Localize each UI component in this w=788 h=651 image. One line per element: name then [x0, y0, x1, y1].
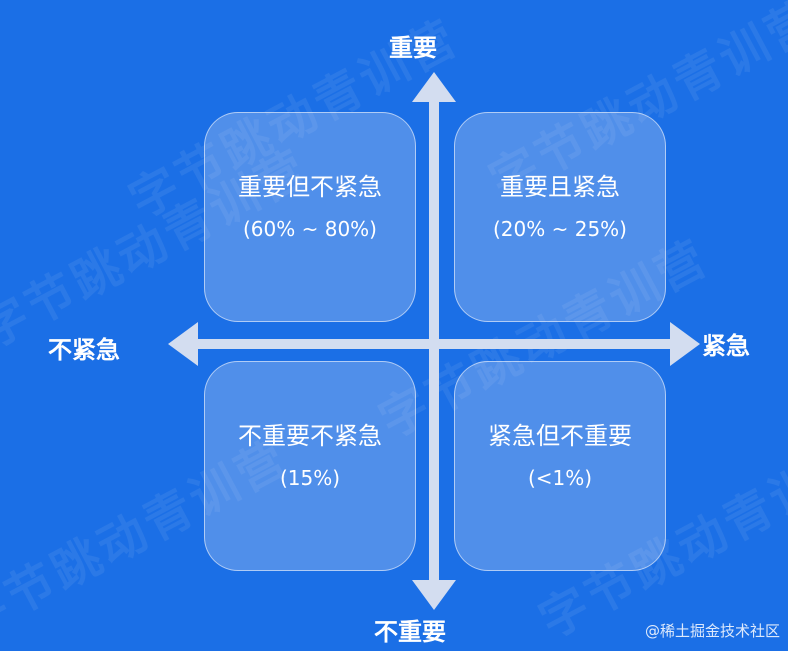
horizontal-axis-line: [190, 339, 680, 349]
down-arrow-head: [412, 580, 456, 610]
quadrant-important-urgent: 重要且紧急 (20% ~ 25%): [454, 112, 666, 322]
up-arrow-head: [412, 72, 456, 102]
quadrant-important-not-urgent: 重要但不紧急 (60% ~ 80%): [204, 112, 416, 322]
axis-label-right: 紧急: [702, 332, 750, 360]
quadrant-title: 紧急但不重要: [488, 421, 632, 450]
axis-label-bottom: 不重要: [374, 618, 446, 646]
quadrant-percent: (15%): [279, 466, 341, 491]
quadrant-percent: (20% ~ 25%): [493, 217, 627, 242]
source-credit: @稀土掘金技术社区: [644, 622, 780, 640]
quadrant-not-important-not-urgent: 不重要不紧急 (15%): [204, 361, 416, 571]
quadrant-title: 重要但不紧急: [238, 172, 382, 201]
quadrant-title: 重要且紧急: [500, 172, 620, 201]
quadrant-title: 不重要不紧急: [238, 421, 382, 450]
quadrant-percent: (<1%): [527, 466, 593, 491]
quadrant-percent: (60% ~ 80%): [243, 217, 377, 242]
quadrant-urgent-not-important: 紧急但不重要 (<1%): [454, 361, 666, 571]
left-arrow-head: [168, 322, 198, 366]
right-arrow-head: [670, 322, 700, 366]
axis-label-left: 不紧急: [48, 336, 120, 364]
axis-label-top: 重要: [389, 34, 437, 62]
